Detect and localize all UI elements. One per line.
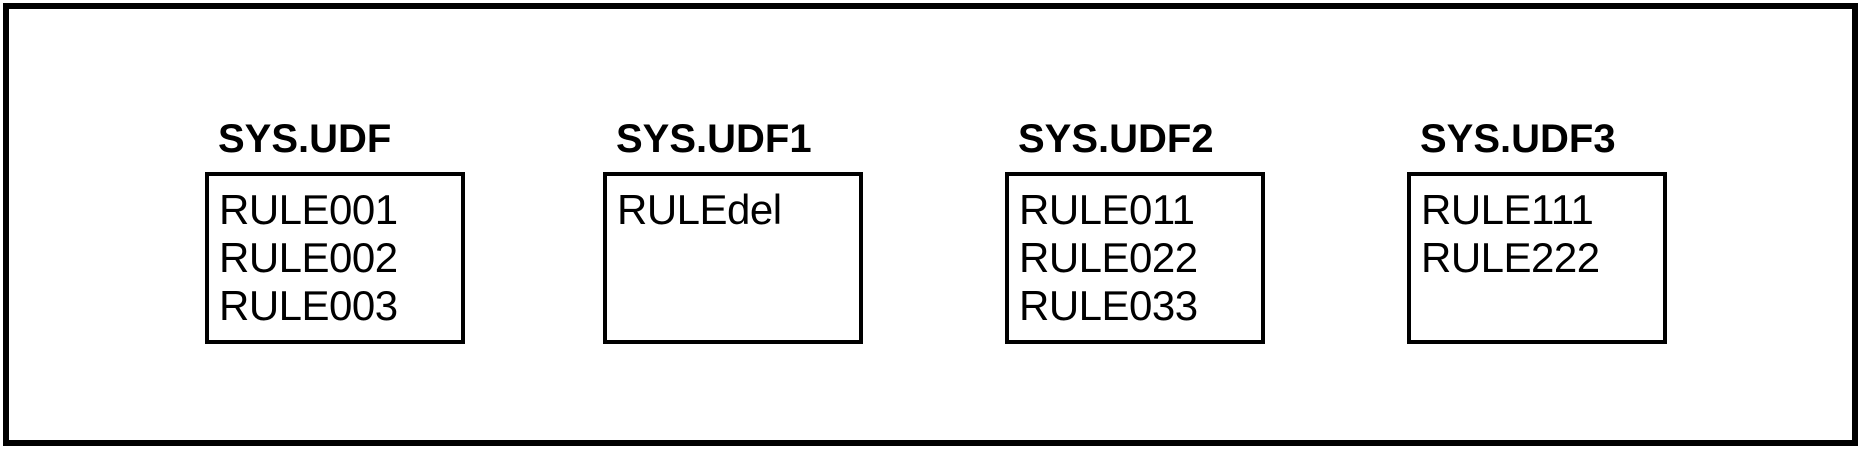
rule-list-box: RULE111 RULE222 [1407, 172, 1667, 344]
rule-item: RULE002 [219, 234, 398, 281]
rule-item: RULE011 [1019, 186, 1195, 233]
rule-item: RULE003 [219, 282, 398, 329]
library-group-sys-udf1: SYS.UDF1 RULEdel [603, 0, 863, 451]
library-title: SYS.UDF2 [1018, 117, 1214, 161]
rule-item: RULE033 [1019, 282, 1198, 329]
rule-list-box: RULEdel [603, 172, 863, 344]
library-group-sys-udf3: SYS.UDF3 RULE111 RULE222 [1407, 0, 1667, 451]
rule-list-box: RULE011 RULE022 RULE033 [1005, 172, 1265, 344]
library-group-sys-udf: SYS.UDF RULE001 RULE002 RULE003 [205, 0, 465, 451]
rule-item: RULE022 [1019, 234, 1198, 281]
library-title: SYS.UDF [218, 117, 392, 161]
rule-list-box: RULE001 RULE002 RULE003 [205, 172, 465, 344]
library-title: SYS.UDF3 [1420, 117, 1616, 161]
rule-item: RULE001 [219, 186, 398, 233]
rule-item: RULE222 [1421, 234, 1600, 281]
rule-item: RULEdel [617, 186, 782, 233]
library-group-sys-udf2: SYS.UDF2 RULE011 RULE022 RULE033 [1005, 0, 1265, 451]
rule-item: RULE111 [1421, 186, 1594, 233]
library-title: SYS.UDF1 [616, 117, 812, 161]
